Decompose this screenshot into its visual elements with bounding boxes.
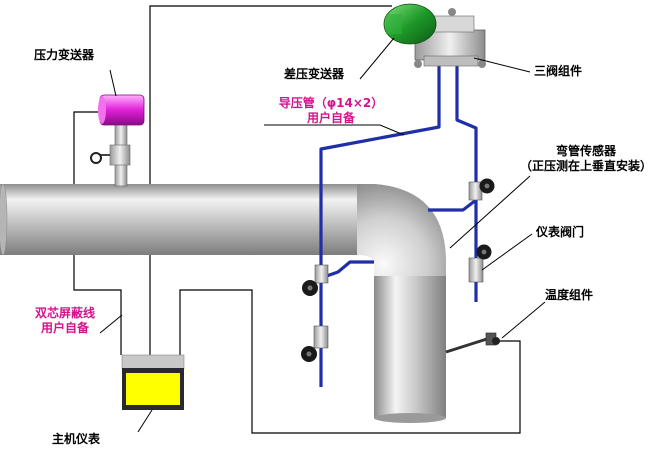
tube-elbow-tap-lower (320, 260, 374, 280)
pipe-elbow (357, 184, 446, 278)
valve-handwheel (90, 152, 102, 164)
vertical-pipe-end (374, 413, 446, 423)
tube-elbow-tap-upper (428, 198, 477, 212)
label-pressure-transmitter: 压力变送器 (34, 48, 95, 62)
temperature-assembly (445, 332, 500, 354)
vertical-pipe (374, 276, 446, 418)
label-dp-transmitter: 差压变送器 (284, 67, 345, 81)
valves (301, 178, 495, 362)
valve-right-lower (468, 244, 492, 283)
tube-high-pressure (455, 66, 478, 302)
label-elbow-sensor-line1: 弯管传感器 (555, 144, 616, 158)
label-instrument-valve: 仪表阀门 (536, 225, 585, 239)
wire-pressure-transmitter-to-host (73, 111, 122, 355)
pressure-transmitter-body (99, 94, 145, 126)
leader-lines (99, 37, 546, 433)
label-shielded-cable-line1: 双芯屏蔽线 (34, 306, 95, 320)
label-impulse-tube-line1: 导压管（φ14×2） (278, 96, 384, 110)
host-instrument (121, 354, 185, 410)
valve-left-upper (302, 264, 329, 296)
pressure-transmitter (90, 94, 145, 187)
host-instrument-display (126, 373, 180, 405)
valve-right-upper (468, 178, 495, 201)
label-impulse-tube: 导压管（φ14×2） 用户自备 (246, 96, 416, 126)
label-impulse-tube-line2: 用户自备 (306, 111, 355, 125)
valve-left-lower (301, 325, 329, 362)
pipe-end (0, 183, 8, 256)
label-shielded-cable-line2: 用户自备 (40, 321, 89, 335)
dp-transmitter-assembly (383, 3, 486, 68)
horizontal-pipe (0, 184, 375, 255)
main-pipe (0, 183, 446, 423)
label-host-instrument: 主机仪表 (52, 432, 101, 446)
label-elbow-sensor-line2: （正压测在上垂直安装） (519, 159, 652, 173)
label-three-valve: 三阀组件 (534, 64, 583, 78)
label-temperature-assembly: 温度组件 (545, 288, 594, 302)
wire-dp-transmitter-to-host (149, 5, 392, 355)
label-shielded-cable: 双芯屏蔽线 用户自备 (20, 306, 110, 336)
wire-temperature-to-host (179, 289, 521, 434)
label-elbow-sensor: 弯管传感器 （正压测在上垂直安装） (510, 144, 662, 174)
